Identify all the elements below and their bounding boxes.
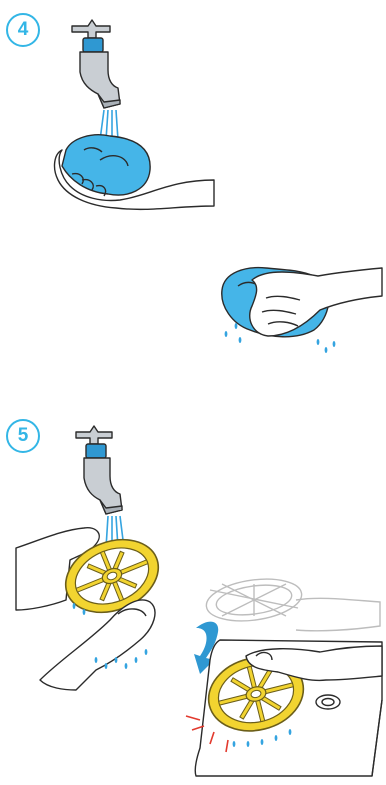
tap-icon [72,20,120,108]
ghost-filter [204,574,380,631]
blue-cloth [62,135,150,195]
tap-icon-step5 [76,426,122,514]
hand-front [40,600,155,690]
